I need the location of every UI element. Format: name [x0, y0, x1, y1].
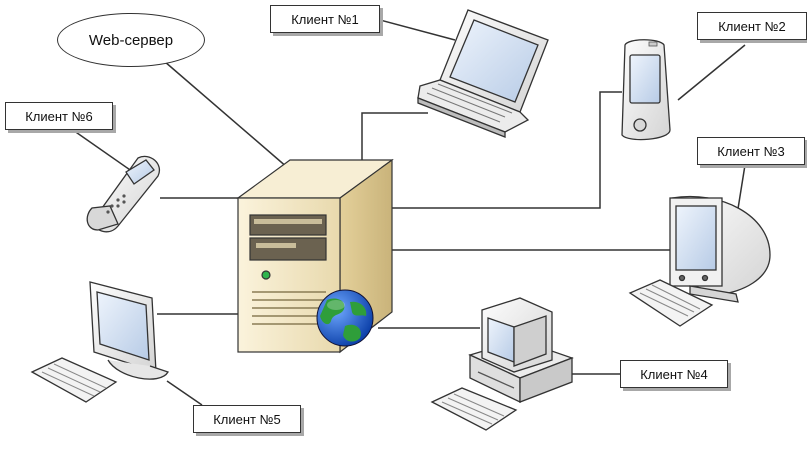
- pda-icon: [621, 39, 671, 141]
- client-2-label: Клиент №2: [697, 12, 807, 40]
- line-client6-label: [69, 127, 134, 173]
- line-client2-label: [677, 44, 746, 101]
- client-3-label: Клиент №3: [697, 137, 805, 165]
- line-client1: [361, 112, 428, 162]
- web-server-label: Web-сервер: [57, 13, 205, 67]
- line-client2: [392, 91, 622, 209]
- line-client3-label: [736, 164, 746, 216]
- client-1-label: Клиент №1: [270, 5, 380, 33]
- line-webserver: [156, 54, 289, 169]
- lcd-monitor-icon: [30, 281, 169, 403]
- line-client5-label: [166, 380, 203, 406]
- globe-icon: [316, 289, 374, 347]
- laptop-icon: [417, 9, 549, 138]
- client-4-label: Клиент №4: [620, 360, 728, 388]
- client-6-label: Клиент №6: [5, 102, 113, 130]
- line-client1-label: [379, 19, 456, 41]
- client-5-label: Клиент №5: [193, 405, 301, 433]
- desktop-pc-icon: [430, 297, 574, 431]
- connection-lines: [69, 19, 746, 406]
- mobile-phone-icon: [86, 155, 161, 233]
- crt-monitor-icon: [628, 195, 771, 327]
